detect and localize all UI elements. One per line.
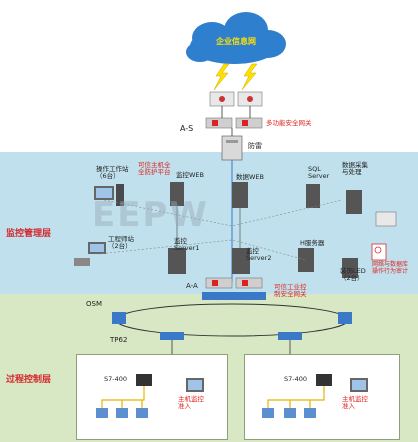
workstation-icon <box>94 184 124 206</box>
lightning-icon <box>213 63 230 91</box>
gateway-label: 多功能安全网关 <box>266 119 312 127</box>
switch-icon <box>202 292 266 300</box>
monitor-web-label: 监控WEB <box>176 171 204 179</box>
server2-label: 监控 Server2 <box>246 247 272 263</box>
switch-icon <box>375 211 397 227</box>
audit-icon <box>371 243 387 261</box>
operator-label: 操作工作站 （6台） <box>96 165 129 181</box>
cloud-icon <box>186 12 286 64</box>
firewall-label: 防雷 <box>248 142 262 150</box>
watermark: EEPW <box>92 195 209 235</box>
process-subsystem-right <box>244 354 400 440</box>
as-label: A-S <box>180 124 194 133</box>
server-icon <box>168 182 362 278</box>
mgmt-layer-label: 监控管理层 <box>6 229 52 239</box>
gateway-icon <box>205 277 263 289</box>
ctrl-gateway-label: 可信工业控 制安全网关 <box>274 283 307 299</box>
eng-label: 工程师站 （2台） <box>108 235 134 251</box>
host-left-label: 主机监控 准入 <box>178 395 204 411</box>
gateway-icon <box>205 117 263 129</box>
s7-right-label: S7-400 <box>284 375 308 383</box>
osm-label: OSM <box>86 300 102 308</box>
lightning-icon <box>241 63 258 91</box>
workstation-icon <box>186 378 368 392</box>
firewall-icon <box>221 135 243 161</box>
hserver-label: H服务器 <box>300 239 325 247</box>
io-module-icon <box>96 408 316 418</box>
workstation-icon <box>74 242 106 266</box>
data-web-label: 数据WEB <box>236 173 264 181</box>
process-subsystem-left <box>76 354 228 440</box>
data-collect-label: 数据采集 与处理 <box>342 161 368 177</box>
switch-icon <box>112 312 352 340</box>
tp-label: TP62 <box>110 336 128 344</box>
sql-label: SQL Server <box>308 165 330 181</box>
cloud-label: 企业信息网 <box>216 37 256 46</box>
router-icon <box>209 91 263 107</box>
aa-label: A-A <box>186 282 198 290</box>
host-protect-label: 可信主机全 全防护平台 <box>138 161 171 177</box>
led-label: 装饰LED （2台） <box>340 267 366 283</box>
osm-ring <box>115 303 349 337</box>
server1-label: 监控 Server1 <box>174 237 200 253</box>
plc-icon <box>136 374 332 386</box>
process-layer-label: 过程控制层 <box>6 375 52 385</box>
audit-label: 网络与数据库 操作行为审计 <box>372 261 409 275</box>
s7-left-label: S7-400 <box>104 375 128 383</box>
host-right-label: 主机监控 准入 <box>342 395 368 411</box>
